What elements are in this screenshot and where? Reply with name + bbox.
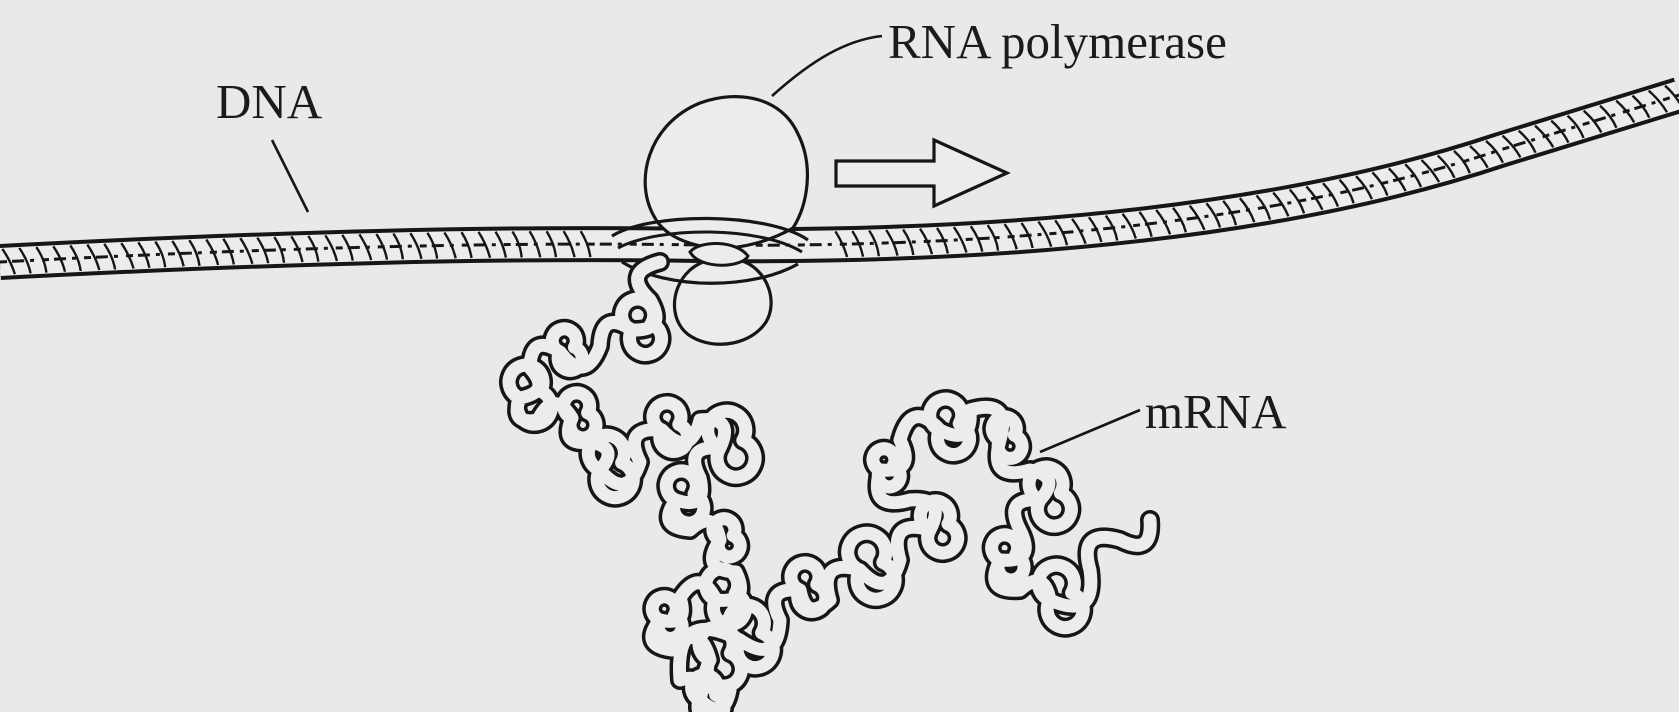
mrna-strand: [509, 262, 1150, 712]
rna-polymerase-label: RNA polymerase: [888, 14, 1227, 69]
mrna-coil-fill: [509, 262, 1150, 712]
polymerase-leader-line: [772, 36, 882, 96]
dna-label: DNA: [216, 74, 323, 129]
polymerase-body: [645, 97, 807, 249]
polymerase-lower-lobe: [674, 258, 771, 344]
transcription-direction-arrow: [836, 140, 1007, 206]
dna-leader-line: [272, 140, 308, 212]
mrna-label: mRNA: [1145, 384, 1287, 439]
mrna-leader-line: [1040, 410, 1140, 452]
